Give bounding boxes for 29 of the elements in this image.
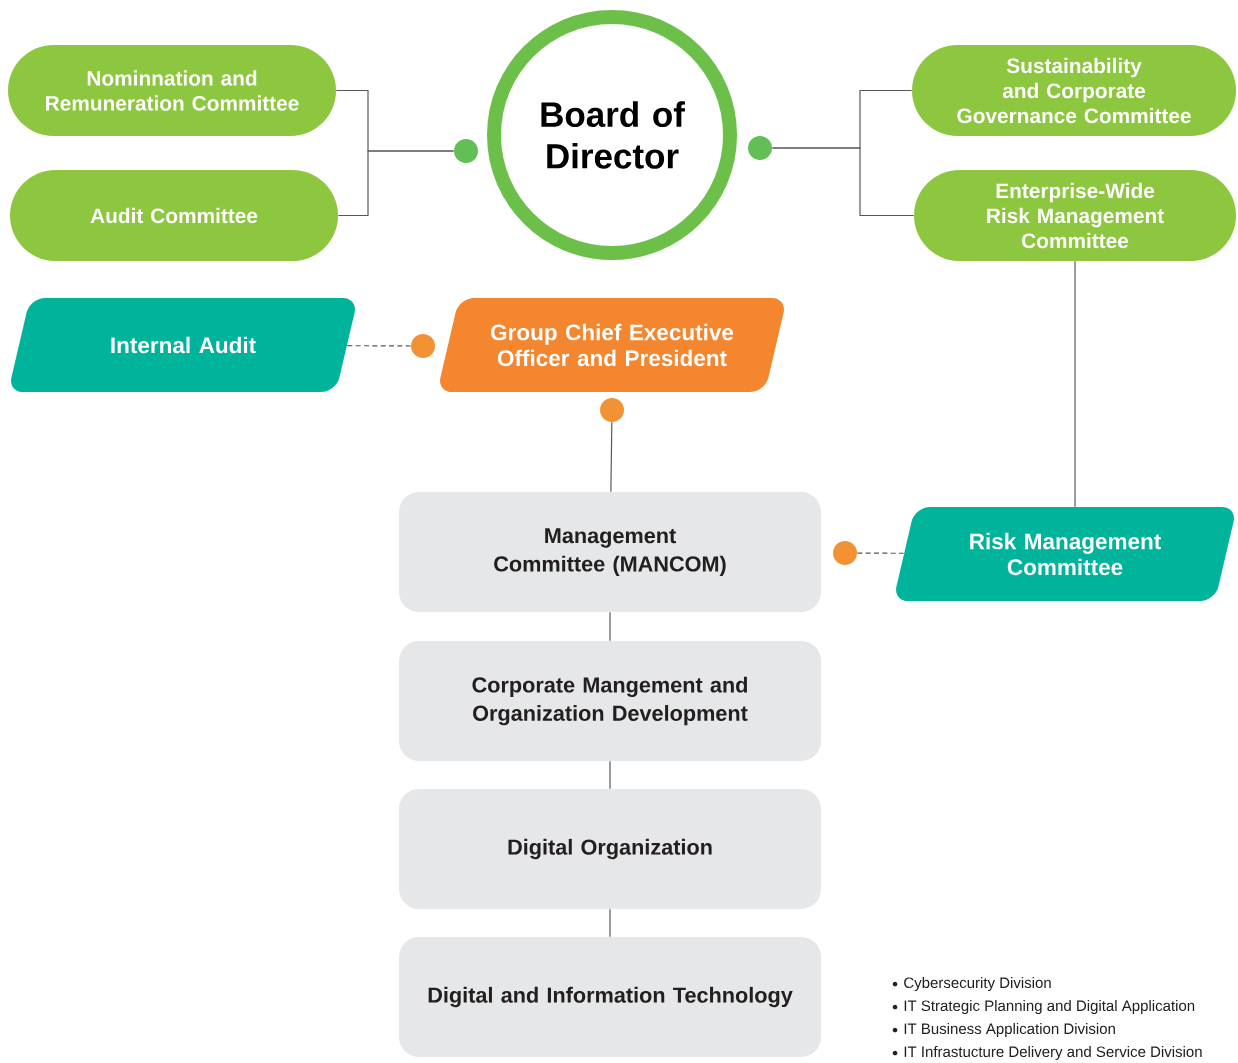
slanted-box: Risk Management Committee: [896, 507, 1234, 601]
process-box: Management Committee (MANCOM): [399, 492, 821, 612]
connector-line: [771, 147, 915, 217]
bullet-item: IT Strategic Planning and Digital Application: [892, 1000, 1195, 1014]
committee-pill: Enterprise-Wide Risk Management Committee: [914, 170, 1236, 261]
connector-line: [609, 611, 611, 642]
process-box: Digital Organization: [399, 789, 821, 909]
connector-dot: [454, 139, 478, 163]
connector-dot: [833, 541, 857, 565]
connector-line: [609, 908, 611, 938]
process-box: Corporate Mangement and Organization Development: [399, 641, 821, 761]
connector-line: [609, 760, 611, 790]
bullet-item: IT Infrastucture Delivery and Service Division: [892, 1046, 1202, 1060]
connector-dot: [748, 136, 772, 160]
slanted-box: Group Chief Executive Officer and President: [440, 298, 784, 392]
slanted-box: Internal Audit: [11, 298, 355, 392]
connector-line: [856, 552, 905, 554]
connector-line: [610, 421, 613, 493]
bullet-item: IT Business Application Division: [892, 1023, 1115, 1037]
bullet-item: Cybersecurity Division: [892, 977, 1051, 991]
connector-line: [337, 150, 455, 217]
committee-pill: Audit Committee: [10, 170, 338, 261]
committee-pill: Sustainability and Corporate Governance Committee: [912, 45, 1236, 136]
connector-dot: [411, 334, 435, 358]
process-box: Digital and Information Technology: [399, 937, 821, 1057]
connector-dot: [600, 398, 624, 422]
connector-line: [346, 345, 412, 347]
connector-line: [1074, 260, 1076, 508]
committee-pill: Nominnation and Remuneration Committee: [8, 45, 336, 136]
